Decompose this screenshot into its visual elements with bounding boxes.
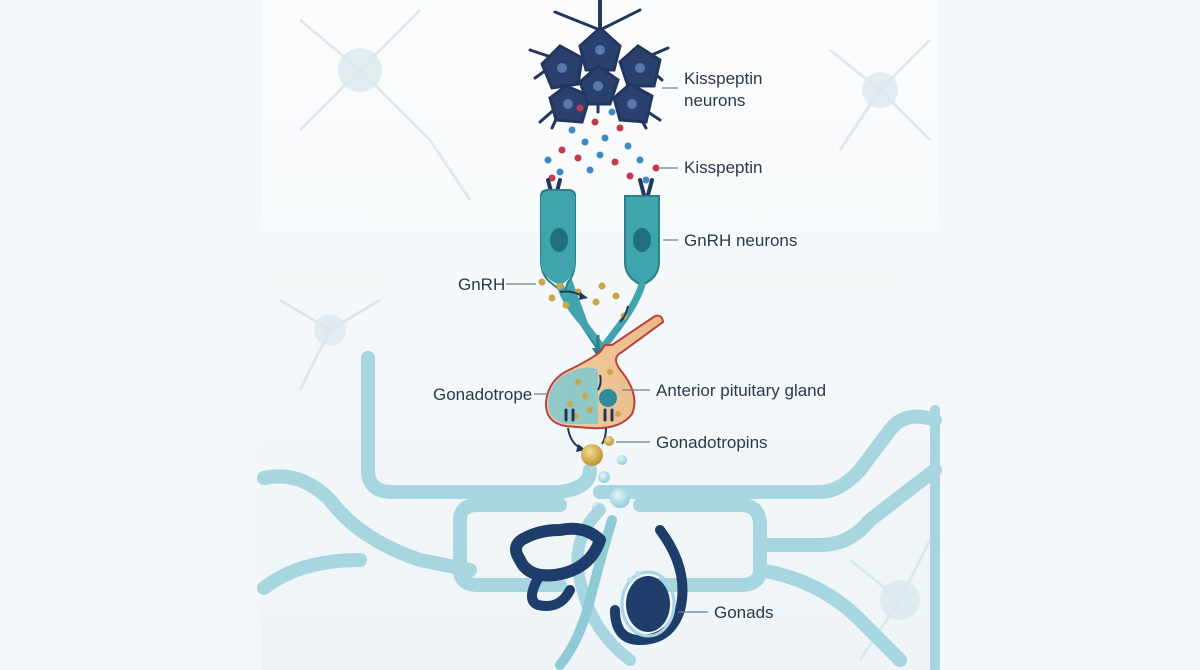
gnrh-neuron-left-nucleus: [550, 228, 568, 252]
kisspeptin-particles: [544, 104, 660, 184]
label-gnrh-neurons: GnRH neurons: [684, 231, 797, 250]
gnrh-neuron-right-nucleus: [633, 228, 651, 252]
label-kisspeptin: Kisspeptin: [684, 158, 762, 177]
label-gonads: Gonads: [714, 603, 774, 622]
gonad-oocyte: [626, 576, 670, 632]
label-anterior-pituitary-gland: Anterior pituitary gland: [656, 381, 826, 400]
gnrh-neurons: [540, 178, 660, 358]
anterior-pituitary-gland-shape: [544, 314, 665, 430]
label-kisspeptin-neurons-line1: Kisspeptin: [684, 69, 762, 88]
label-kisspeptin-neurons-line2: neurons: [684, 91, 745, 110]
label-gonadotropins: Gonadotropins: [656, 433, 768, 452]
label-gonadotrope: Gonadotrope: [433, 385, 532, 404]
label-leader-lines: [506, 87, 708, 613]
gonads-shape: [510, 504, 688, 670]
background-neuron-texture: [279, 8, 932, 661]
gonadotrope-cell: [547, 367, 598, 424]
gonadotrope-nucleus: [599, 389, 617, 407]
label-gnrh: GnRH: [458, 275, 505, 294]
kisspeptin-neuron-cluster: [528, 0, 670, 130]
portal-vessels: [257, 351, 942, 670]
